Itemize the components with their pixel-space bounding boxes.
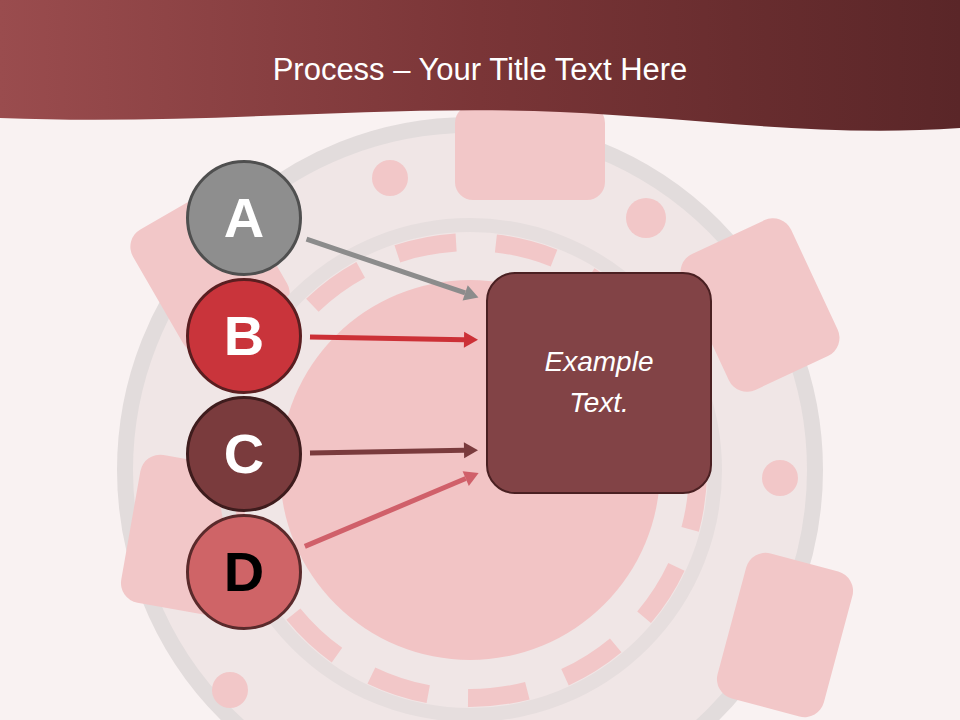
step-letter: A	[224, 190, 264, 246]
result-box: Example Text.	[486, 272, 712, 494]
box-outline	[486, 272, 712, 494]
step-circle: C	[186, 396, 302, 512]
flow-arrow	[310, 332, 478, 348]
flow-arrow	[310, 442, 478, 458]
step-letter: C	[224, 426, 264, 482]
step-circle: D	[186, 514, 302, 630]
step-letter: D	[224, 544, 264, 600]
step-letter: B	[224, 308, 264, 364]
flow-arrow	[305, 471, 479, 546]
example-text: Example Text.	[524, 342, 674, 423]
slide-title: Process – Your Title Text Here	[0, 52, 960, 88]
flow-arrow	[307, 239, 479, 300]
step-circle: A	[186, 160, 302, 276]
step-circle: B	[186, 278, 302, 394]
